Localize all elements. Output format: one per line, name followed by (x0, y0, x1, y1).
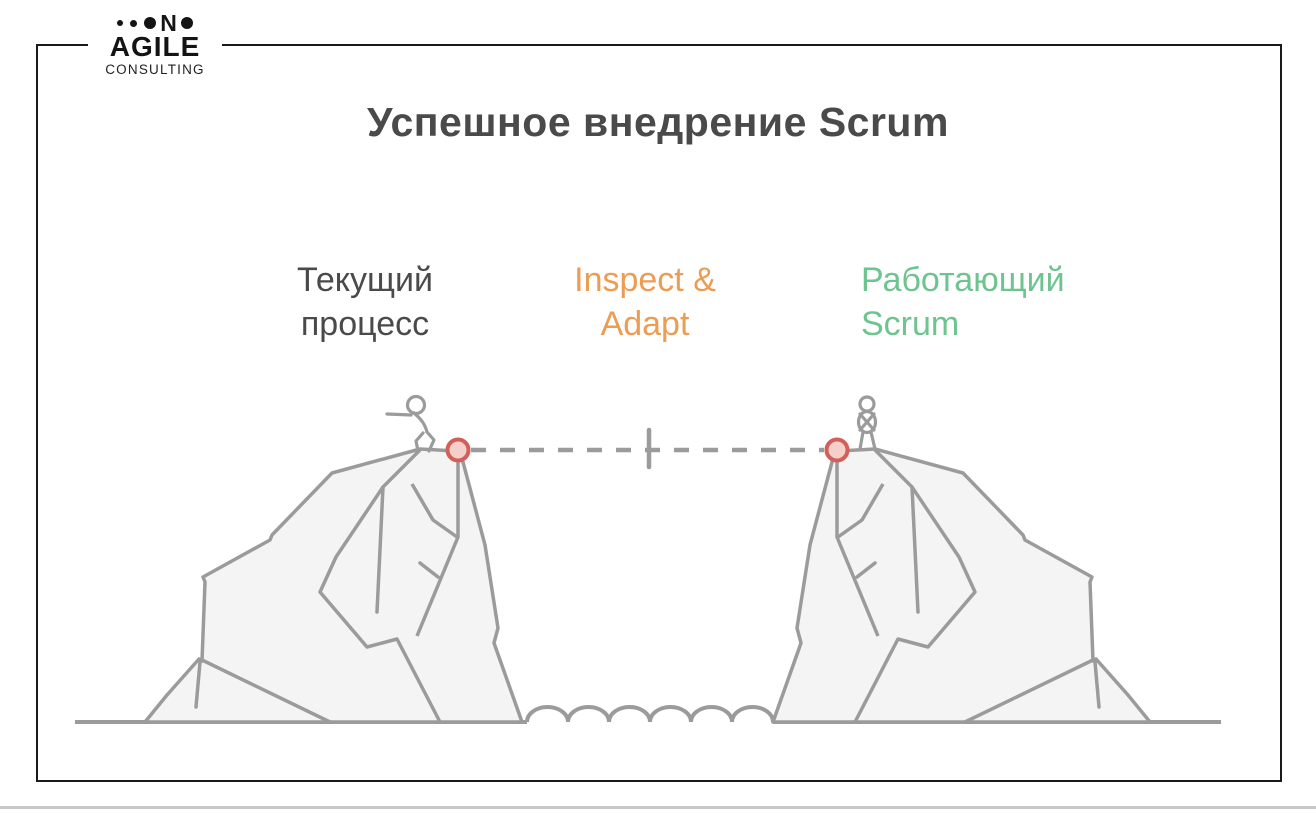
left-mountain (143, 447, 524, 724)
label-inspect-adapt: Inspect & Adapt (574, 261, 716, 343)
climber-figure (385, 394, 436, 453)
logo-dot-icon (117, 20, 124, 26)
page-divider-line (0, 806, 1316, 809)
label-current-process: Текущий процесс (297, 261, 433, 343)
company-logo: N AGILE CONSULTING (88, 8, 222, 80)
page-title: Успешное внедрение Scrum (367, 99, 949, 145)
logo-tagline: CONSULTING (105, 62, 205, 77)
label-working-scrum: Работающий Scrum (861, 261, 1065, 343)
water-waves (525, 705, 775, 723)
logo-dot-icon (144, 17, 157, 29)
slide-border (36, 44, 1282, 782)
logo-dot-icon (180, 17, 193, 29)
left-anchor-point (445, 437, 471, 463)
right-anchor-point (824, 437, 850, 463)
logo-name: AGILE (109, 31, 201, 62)
logo-letter-n: N (160, 10, 177, 36)
standing-figure (856, 395, 878, 451)
logo-dots-icon: N (117, 10, 193, 36)
logo-dot-icon (130, 19, 138, 27)
right-mountain (771, 447, 1152, 724)
